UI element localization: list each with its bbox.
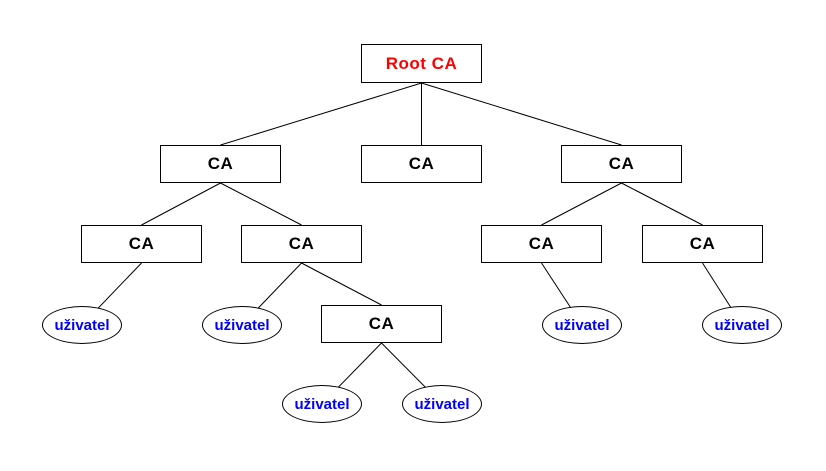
ca-box-level4: CA bbox=[321, 305, 442, 343]
ca-box-level3-1: CA bbox=[81, 225, 202, 263]
ca-box-level2-left: CA bbox=[160, 145, 281, 183]
user-ellipse-1: uživatel bbox=[42, 306, 122, 344]
user-ellipse-4: uživatel bbox=[702, 306, 782, 344]
user-ellipse-2: uživatel bbox=[202, 306, 282, 344]
user-ellipse-5: uživatel bbox=[282, 385, 362, 423]
ca-box-level2-right: CA bbox=[561, 145, 682, 183]
ca-box-level3-3: CA bbox=[481, 225, 602, 263]
ca-box-level3-4: CA bbox=[642, 225, 763, 263]
user-ellipse-3: uživatel bbox=[542, 306, 622, 344]
user-ellipse-6: uživatel bbox=[402, 385, 482, 423]
ca-box-level2-middle: CA bbox=[361, 145, 482, 183]
ca-box-level3-2: CA bbox=[241, 225, 362, 263]
root-ca-box: Root CA bbox=[361, 44, 482, 83]
